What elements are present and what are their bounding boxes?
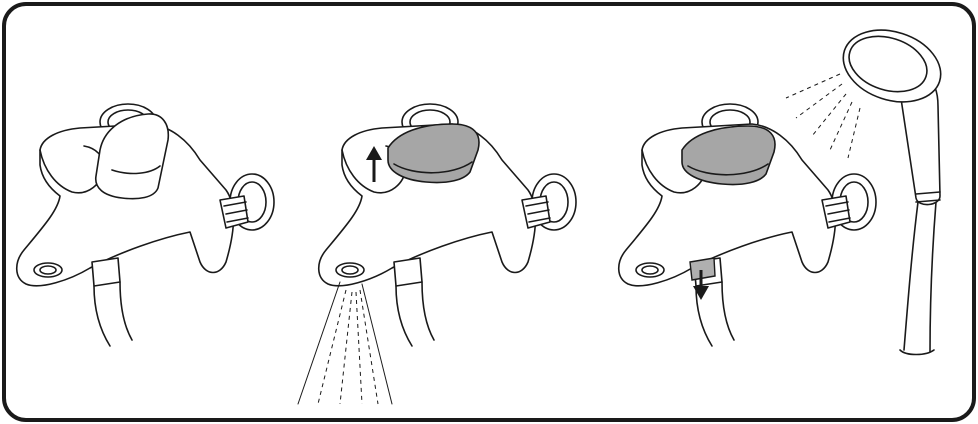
hand-shower [785,29,942,356]
panel-3-diverter [689,257,716,281]
panel-3-faucet [617,103,877,347]
panel-1-faucet [15,103,275,347]
panel-2-up-arrow-icon [366,146,382,182]
panel-2-lever [387,123,480,184]
panel-3-down-arrow-icon [693,270,709,300]
panel-2-water-spray [297,281,393,405]
panel-3-lever [681,125,776,186]
hand-shower-spray [785,73,861,159]
panel-2-faucet [297,103,577,405]
panel-1-lever [95,113,170,200]
